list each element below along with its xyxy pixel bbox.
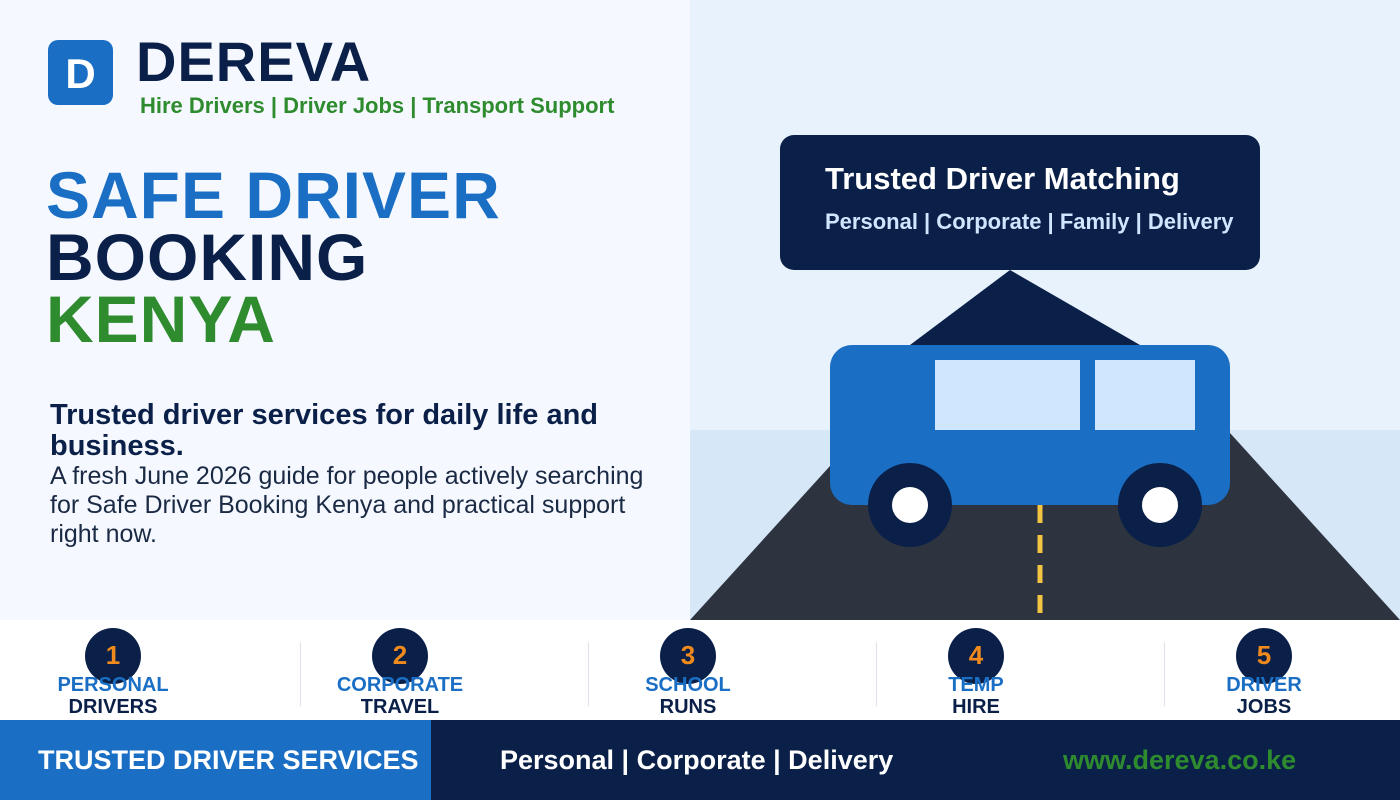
- van-hubcap-right: [1142, 487, 1178, 523]
- feature-label-top: TEMP: [948, 674, 1004, 696]
- feature-item-1: 1 PERSONAL DRIVERS: [13, 620, 301, 720]
- van-window-front: [935, 360, 1080, 430]
- feature-label-top: CORPORATE: [336, 674, 464, 696]
- feature-item-5: 5 DRIVER JOBS: [1164, 620, 1400, 720]
- feature-number-badge: 1: [85, 628, 141, 684]
- logo-icon: D: [48, 40, 113, 105]
- hero-line-1: SAFE DRIVER: [46, 158, 501, 232]
- logo-letter: D: [65, 50, 96, 97]
- feature-label-bottom: DRIVERS: [68, 696, 158, 718]
- feature-label-bottom: JOBS: [1236, 696, 1292, 718]
- hero-line-3: KENYA: [46, 282, 276, 356]
- feature-label-top: DRIVER: [1226, 674, 1302, 696]
- bubble-pointer: [910, 270, 1140, 345]
- footer-badge-text: TRUSTED DRIVER SERVICES: [38, 745, 419, 775]
- van-hubcap-left: [892, 487, 928, 523]
- footer-badge-bar: TRUSTED DRIVER SERVICES: [0, 720, 431, 800]
- feature-label-bottom: HIRE: [952, 696, 1000, 718]
- feature-number-badge: 2: [372, 628, 428, 684]
- feature-label-top: PERSONAL: [57, 674, 169, 696]
- illustration-panel: Trusted Driver Matching Personal | Corpo…: [690, 0, 1400, 620]
- intro-subhead: Trusted driver services for daily life a…: [50, 399, 598, 462]
- feature-item-4: 4 TEMP HIRE: [876, 620, 1164, 720]
- feature-divider: [588, 642, 589, 706]
- bubble-subtitle: Personal | Corporate | Family | Delivery: [825, 209, 1234, 234]
- van-window-rear: [1095, 360, 1195, 430]
- feature-divider: [300, 642, 301, 706]
- feature-label-top: SCHOOL: [645, 674, 731, 696]
- footer-bar: Personal | Corporate | Delivery www.dere…: [431, 720, 1400, 800]
- left-panel: D DEREVA Hire Drivers | Driver Jobs | Tr…: [0, 0, 690, 620]
- brand-name: DEREVA: [136, 30, 372, 93]
- van-on-road-illustration: [690, 270, 1400, 620]
- feature-number-badge: 5: [1236, 628, 1292, 684]
- feature-number-badge: 3: [660, 628, 716, 684]
- feature-item-2: 2 CORPORATE TRAVEL: [300, 620, 588, 720]
- matching-bubble: Trusted Driver Matching Personal | Corpo…: [780, 135, 1260, 270]
- footer-website-link[interactable]: www.dereva.co.ke: [1063, 745, 1297, 775]
- feature-number-badge: 4: [948, 628, 1004, 684]
- feature-label-bottom: RUNS: [659, 696, 717, 718]
- feature-divider: [876, 642, 877, 706]
- feature-item-3: 3 SCHOOL RUNS: [588, 620, 876, 720]
- bubble-title: Trusted Driver Matching: [825, 161, 1180, 196]
- feature-strip: 1 PERSONAL DRIVERS 2 CORPORATE TRAVEL 3 …: [0, 620, 1400, 720]
- hero-line-2: BOOKING: [46, 220, 369, 294]
- footer-services: Personal | Corporate | Delivery: [500, 745, 894, 775]
- feature-divider: [1164, 642, 1165, 706]
- brand-tagline: Hire Drivers | Driver Jobs | Transport S…: [140, 93, 615, 118]
- intro-description: A fresh June 2026 guide for people activ…: [50, 462, 644, 548]
- feature-label-bottom: TRAVEL: [360, 696, 440, 718]
